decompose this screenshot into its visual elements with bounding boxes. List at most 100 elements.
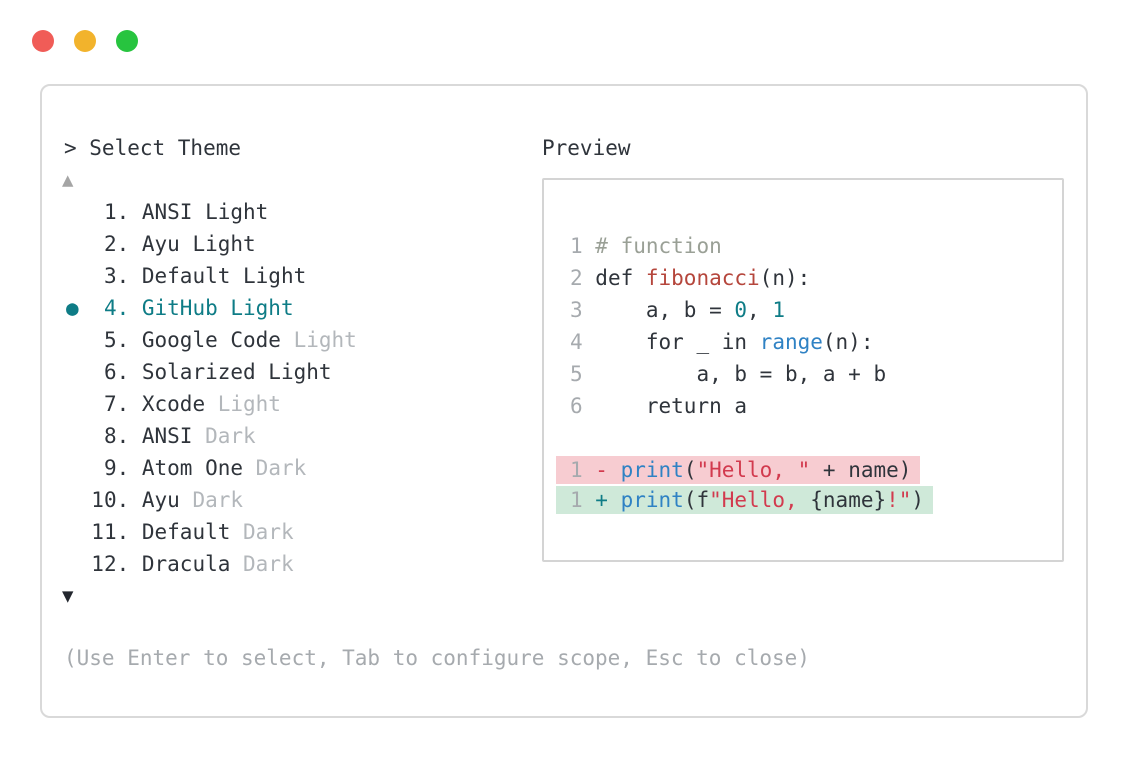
code-line: 1 # function xyxy=(556,230,1062,262)
code-token: 5 xyxy=(570,362,596,386)
scroll-up-icon[interactable]: ▲ xyxy=(62,169,74,191)
theme-list-item[interactable]: 12. Dracula Dark xyxy=(66,548,357,580)
code-token: , xyxy=(747,298,773,322)
bullet-slot xyxy=(66,488,79,512)
theme-selector-window: > Select Theme ▲ 1. ANSI Light 2. Ayu Li… xyxy=(40,84,1088,718)
theme-item-number: 11. xyxy=(78,520,142,544)
theme-list-item[interactable]: 3. Default Light xyxy=(66,260,357,292)
theme-list-item[interactable]: 9. Atom One Dark xyxy=(66,452,357,484)
minimize-window-icon[interactable] xyxy=(74,30,96,52)
code-token: ( xyxy=(683,458,697,482)
theme-item-variant-label: Light xyxy=(280,328,357,352)
scroll-down-icon[interactable]: ▼ xyxy=(62,585,74,607)
select-theme-prompt: > Select Theme xyxy=(64,136,242,160)
bullet-slot xyxy=(66,232,79,256)
code-token: # function xyxy=(595,234,722,258)
theme-list-item[interactable]: 8. ANSI Dark xyxy=(66,420,357,452)
code-token: 1 xyxy=(570,458,596,482)
code-line: 6 return a xyxy=(556,390,1062,422)
selected-bullet-icon: ● xyxy=(66,296,79,320)
theme-item-number: 5. xyxy=(78,328,142,352)
window-controls xyxy=(32,30,138,52)
code-token: (n): xyxy=(759,266,811,290)
close-window-icon[interactable] xyxy=(32,30,54,52)
theme-item-label: ANSI xyxy=(141,424,193,448)
code-token: "Hello, xyxy=(709,488,811,512)
code-token: range xyxy=(759,330,823,354)
theme-item-label: Atom One xyxy=(141,456,244,480)
theme-list-item[interactable]: 10. Ayu Dark xyxy=(66,484,357,516)
code-token: !" xyxy=(886,488,912,512)
bullet-slot xyxy=(66,520,79,544)
bullet-slot xyxy=(66,360,79,384)
code-line: 5 a, b = b, a + b xyxy=(556,358,1062,390)
code-token: 0 xyxy=(734,298,748,322)
code-blank-line xyxy=(556,422,1062,454)
code-token: for _ in xyxy=(595,330,760,354)
code-token: 4 xyxy=(570,330,596,354)
code-token: return a xyxy=(595,394,748,418)
bullet-slot xyxy=(66,264,79,288)
code-token: 1 xyxy=(570,234,596,258)
code-token: ) xyxy=(911,488,925,512)
code-token: 2 xyxy=(570,266,596,290)
theme-item-variant-label: Light xyxy=(205,392,281,416)
bullet-slot xyxy=(66,456,79,480)
theme-item-label: Ayu xyxy=(141,488,180,512)
theme-item-variant-label: Dark xyxy=(192,424,256,448)
theme-item-variant-label: Dark xyxy=(179,488,244,512)
theme-item-label: Default Light xyxy=(141,264,307,288)
bullet-slot xyxy=(66,200,79,224)
code-token: fibonacci xyxy=(645,266,760,290)
theme-list-item[interactable]: 6. Solarized Light xyxy=(66,356,357,388)
bullet-slot xyxy=(66,552,79,576)
theme-item-number: 12. xyxy=(78,552,142,576)
code-token: 1 xyxy=(772,298,785,322)
theme-list-item[interactable]: 2. Ayu Light xyxy=(66,228,357,260)
code-token: "Hello, " xyxy=(696,458,811,482)
keyboard-hint: (Use Enter to select, Tab to configure s… xyxy=(64,646,810,670)
theme-item-number: 6. xyxy=(78,360,142,384)
theme-item-label: Default xyxy=(141,520,231,544)
theme-item-variant-label: Dark xyxy=(230,520,294,544)
theme-list-item[interactable]: 11. Default Dark xyxy=(66,516,357,548)
theme-list-item[interactable]: 7. Xcode Light xyxy=(66,388,357,420)
theme-item-number: 10. xyxy=(78,488,142,512)
code-token: (f xyxy=(683,488,710,512)
theme-item-label: Xcode xyxy=(141,392,206,416)
code-line: 2 def fibonacci(n): xyxy=(556,262,1062,294)
theme-list: 1. ANSI Light 2. Ayu Light 3. Default Li… xyxy=(66,196,357,580)
preview-title: Preview xyxy=(542,136,631,160)
theme-list-item[interactable]: 1. ANSI Light xyxy=(66,196,357,228)
theme-item-variant-label: Dark xyxy=(230,552,294,576)
theme-item-number: 9. xyxy=(78,456,142,480)
code-token: print xyxy=(620,488,684,512)
theme-item-label: Dracula xyxy=(141,552,231,576)
code-token: 1 xyxy=(570,488,596,512)
theme-item-label: Ayu Light xyxy=(141,232,256,256)
theme-item-label: Solarized Light xyxy=(141,360,332,384)
code-token: a, b = b, a + b xyxy=(595,362,887,386)
code-token: a, b = xyxy=(595,298,735,322)
code-token: + name) xyxy=(810,458,912,482)
theme-item-number: 2. xyxy=(78,232,142,256)
theme-item-number: 1. xyxy=(78,200,142,224)
bullet-slot xyxy=(66,328,79,352)
code-line: 4 for _ in range(n): xyxy=(556,326,1062,358)
theme-item-number: 3. xyxy=(78,264,142,288)
maximize-window-icon[interactable] xyxy=(116,30,138,52)
theme-list-item[interactable]: 5. Google Code Light xyxy=(66,324,357,356)
bullet-slot xyxy=(66,424,79,448)
code-token: + xyxy=(595,488,621,512)
diff-line-added: 1 + print(f"Hello, {name}!") xyxy=(556,486,934,514)
theme-item-variant-label: Dark xyxy=(243,456,307,480)
code-token: 3 xyxy=(570,298,596,322)
code-line: 3 a, b = 0, 1 xyxy=(556,294,1062,326)
theme-list-item[interactable]: ● 4. GitHub Light xyxy=(66,292,357,324)
diff-line-removed: 1 - print("Hello, " + name) xyxy=(556,456,921,484)
theme-item-label: Google Code xyxy=(141,328,281,352)
code-token: {name} xyxy=(810,488,887,512)
code-token: print xyxy=(620,458,684,482)
theme-item-number: 7. xyxy=(78,392,142,416)
